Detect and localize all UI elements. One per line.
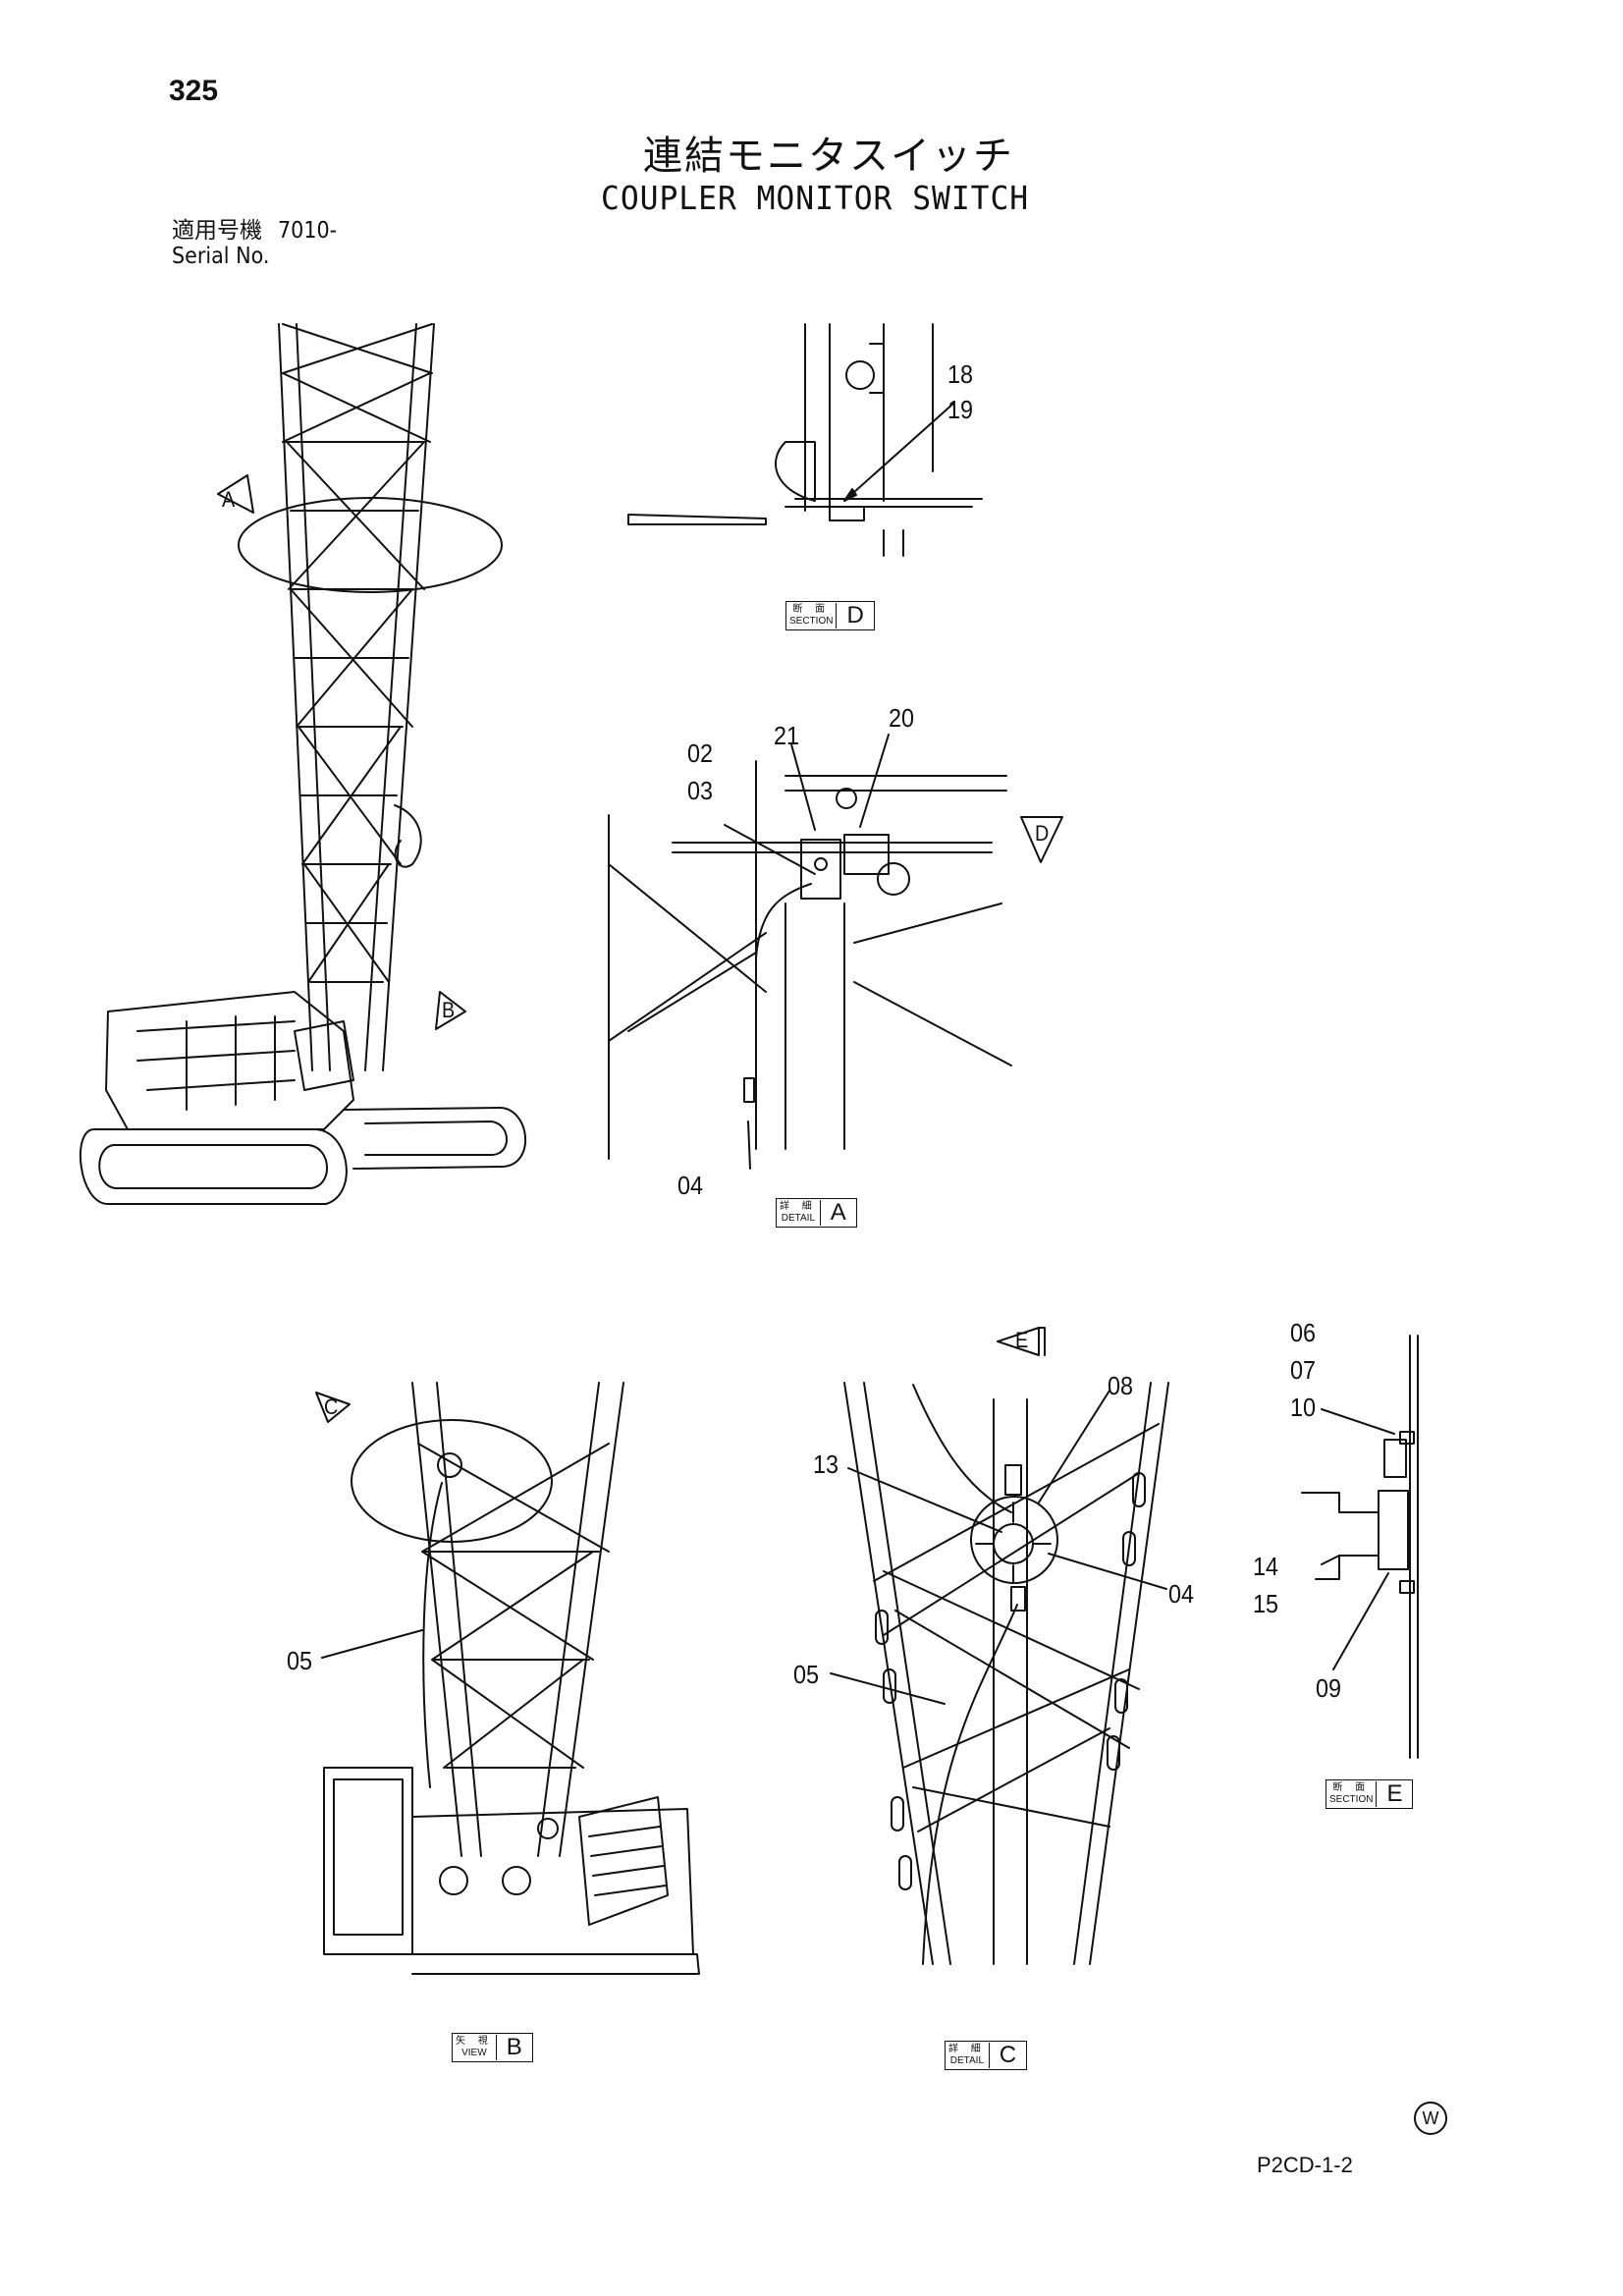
section-e-drawing — [1302, 1336, 1418, 1758]
callout-13: 13 — [813, 1449, 839, 1479]
circled-mark: W — [1414, 2102, 1447, 2135]
section-d-drawing — [628, 324, 982, 556]
view-arrow-a-letter: A — [222, 487, 236, 512]
detail-c-drawing — [831, 1328, 1168, 1964]
callout-08: 08 — [1108, 1371, 1134, 1400]
callout-04-detail-c: 04 — [1168, 1579, 1195, 1609]
callout-10: 10 — [1290, 1393, 1317, 1422]
callout-20: 20 — [889, 703, 915, 733]
title-english: COUPLER MONITOR SWITCH — [601, 179, 1030, 217]
title-japanese: 連結モニタスイッチ — [643, 134, 1014, 179]
callout-21: 21 — [774, 721, 800, 750]
crane-overview — [81, 324, 525, 1204]
callout-14: 14 — [1253, 1552, 1279, 1581]
serial-value: 7010- — [278, 218, 338, 244]
callout-09: 09 — [1316, 1673, 1342, 1703]
callout-19: 19 — [947, 395, 974, 424]
serial-block: 適用号機 7010- Serial No. — [172, 218, 337, 269]
callout-06: 06 — [1290, 1318, 1317, 1347]
callout-04-detail-a: 04 — [677, 1171, 704, 1200]
view-arrow-c-letter: C — [324, 1394, 339, 1419]
callout-03: 03 — [687, 776, 714, 805]
detail-a-drawing — [609, 735, 1062, 1169]
serial-label-jp: 適用号機 — [172, 218, 262, 244]
callout-15: 15 — [1253, 1589, 1279, 1618]
callout-18: 18 — [947, 359, 974, 389]
view-b-drawing — [316, 1383, 699, 1974]
view-arrow-b-letter: B — [442, 998, 456, 1022]
callout-02: 02 — [687, 738, 714, 768]
serial-label-en: Serial No. — [172, 244, 270, 269]
callout-05-detail-c: 05 — [793, 1660, 820, 1689]
page-number: 325 — [169, 75, 219, 107]
callout-05-view-b: 05 — [287, 1646, 313, 1675]
view-arrow-e-letter: E — [1015, 1328, 1029, 1352]
view-arrow-d-letter: D — [1035, 821, 1050, 846]
callout-07: 07 — [1290, 1355, 1317, 1385]
drawing-code: P2CD-1-2 — [1257, 2153, 1353, 2177]
